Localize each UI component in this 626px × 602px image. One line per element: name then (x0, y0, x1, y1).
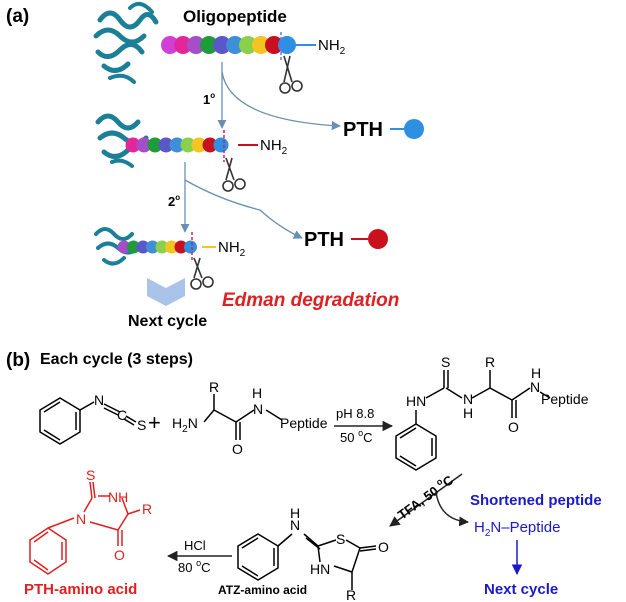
amino-acid-bead (252, 36, 270, 54)
pth-residue-1 (404, 119, 424, 139)
condition-temp2: 80 oC (178, 558, 210, 575)
amino-acid-bead (174, 36, 192, 54)
amino-acid-bead (127, 240, 140, 254)
thiourea-S: S (441, 354, 450, 370)
amino-acid-bead (191, 137, 207, 153)
pth-label-2: PTH (304, 229, 344, 251)
pth-amino-acid-label: PTH-amino acid (24, 581, 137, 598)
thiourea-R: R (485, 354, 495, 370)
reaction-arrow-tfa (389, 473, 463, 527)
thiourea-H: H (531, 365, 541, 381)
atz-label: ATZ-amino acid (218, 583, 307, 597)
condition-temp1: 50 oC (340, 428, 372, 445)
step2-label: 2o (168, 193, 180, 209)
amino-acid-bead (278, 36, 296, 54)
next-cycle-label-a: Next cycle (128, 313, 207, 330)
thiourea-O: O (508, 419, 519, 435)
thiourea-NH-H: H (463, 405, 473, 421)
bead-chain-1 (161, 36, 296, 54)
peptide-label: Peptide (280, 415, 328, 431)
step1-label: 1o (203, 91, 215, 107)
thiourea-NH-N: N (463, 391, 473, 407)
amino-acid-bead (213, 36, 231, 54)
amino-acid-bead (169, 137, 185, 153)
peptide-structure (203, 394, 283, 440)
amino-acid-bead (187, 36, 205, 54)
amino-acid-bead (136, 137, 152, 153)
bead-chain-2 (125, 137, 229, 153)
atz-S: S (336, 531, 345, 547)
amino-acid-bead (136, 240, 150, 254)
release-arrow-1 (221, 71, 341, 131)
atz-amino-acid (237, 533, 377, 590)
peptide-O: O (232, 441, 243, 457)
pth-amino-acid (29, 481, 141, 575)
amino-acid-bead (213, 137, 229, 153)
amino-acid-bead (180, 137, 196, 153)
protein-structure-1 (93, 1, 159, 84)
branch-arrow-peptide (435, 491, 469, 527)
isothiocyanate-S: S (137, 417, 146, 433)
amino-acid-bead (265, 36, 283, 54)
panel-a-label: (a) (6, 6, 29, 27)
peptide-N: N (253, 401, 263, 417)
pth-S: S (86, 467, 95, 483)
isothiocyanate-N: N (94, 392, 104, 408)
isothiocyanate-C: C (117, 407, 127, 423)
pth-O: O (114, 547, 125, 563)
amino-acid-bead (226, 36, 244, 54)
atz-NH-N: N (290, 517, 300, 533)
thiourea-HN: HN (406, 393, 426, 409)
nh2-label-3: NH2 (218, 239, 246, 259)
peptide-H2N: H2N (172, 415, 198, 435)
pth-N: N (76, 511, 86, 527)
scissors-icon (279, 55, 303, 94)
scissors-icon (190, 257, 214, 290)
panel-b-label: (b) (6, 350, 30, 371)
panel-b-title: Each cycle (3 steps) (40, 351, 193, 368)
next-cycle-label-b: Next cycle (484, 581, 558, 598)
amino-acid-bead (161, 36, 179, 54)
amino-acid-bead (147, 137, 163, 153)
phenyl-isothiocyanate (39, 397, 137, 445)
amino-acid-bead (158, 137, 174, 153)
amino-acid-bead (117, 240, 131, 254)
amino-acid-bead (155, 240, 169, 254)
thiourea-peptide: Peptide (541, 391, 589, 407)
amino-acid-bead (174, 240, 188, 254)
atz-O: O (378, 539, 389, 555)
chevron-down-icon (147, 278, 185, 306)
thiourea-adduct (395, 370, 551, 471)
scissors-icon (222, 157, 246, 192)
atz-NH-H: H (290, 505, 300, 521)
amino-acid-bead (125, 137, 141, 153)
thiourea-N: N (530, 379, 540, 395)
peptide-R: R (209, 379, 219, 395)
pth-residue-2 (368, 229, 388, 249)
pth-R: R (142, 501, 152, 517)
plus-sign: + (148, 410, 161, 435)
pth-label-1: PTH (343, 119, 383, 141)
amino-acid-bead (184, 240, 197, 254)
amino-acid-bead (239, 36, 257, 54)
shortened-peptide-label: Shortened peptide (470, 492, 602, 509)
release-arrow-2 (184, 179, 303, 239)
condition-ph: pH 8.8 (336, 406, 374, 421)
atz-R: R (346, 587, 356, 602)
amino-acid-bead (202, 137, 218, 153)
nh2-label-1: NH2 (318, 37, 346, 57)
nh2-label-2: NH2 (260, 137, 288, 157)
amino-acid-bead (200, 36, 218, 54)
oligopeptide-label: Oligopeptide (183, 7, 287, 26)
pth-NH: NH (108, 489, 128, 505)
edman-degradation-label: Edman degradation (222, 290, 399, 311)
atz-HN: HN (310, 561, 330, 577)
amino-acid-bead (146, 240, 159, 254)
amino-acid-bead (165, 240, 178, 254)
bead-chain-3 (117, 240, 197, 254)
condition-hcl: HCl (184, 538, 206, 553)
peptide-H: H (252, 385, 262, 401)
h2n-peptide-label: H2N–Peptide (474, 519, 560, 539)
